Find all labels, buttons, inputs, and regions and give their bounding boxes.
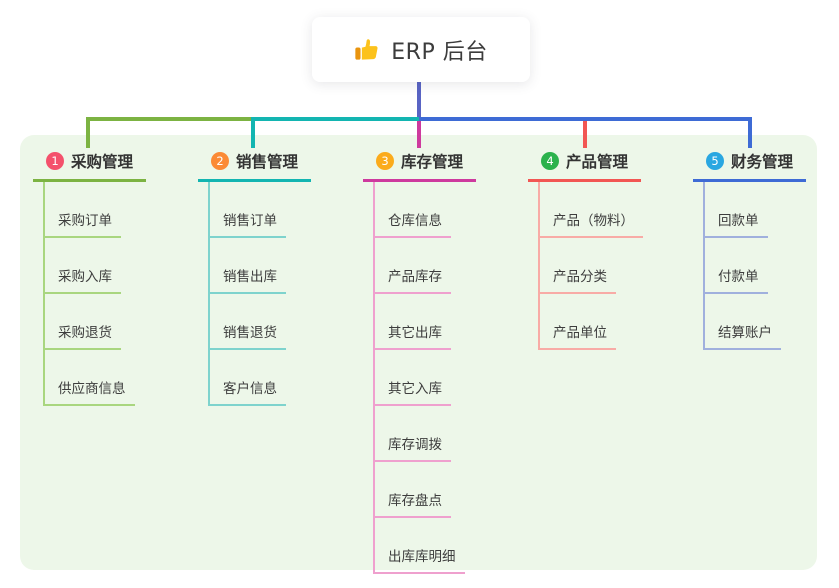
child-node[interactable]: 供应商信息: [45, 350, 135, 406]
child-node[interactable]: 产品（物料）: [540, 182, 643, 238]
child-node[interactable]: 出库库明细: [375, 518, 465, 574]
branch-finance: 5 财务管理 回款单 付款单 结算账户: [693, 147, 839, 350]
branch-header-inventory[interactable]: 3 库存管理: [363, 147, 476, 182]
branch-inventory: 3 库存管理 仓库信息 产品库存 其它出库 其它入库 库存调拨 库存盘点 出库库…: [363, 147, 528, 574]
child-node[interactable]: 产品分类: [540, 238, 616, 294]
branch-title: 产品管理: [565, 153, 628, 171]
child-node[interactable]: 回款单: [705, 182, 768, 238]
branch-children-sales: 销售订单 销售出库 销售退货 客户信息: [208, 182, 286, 406]
branch-drop-line-finance: [748, 117, 752, 148]
horizontal-connector-left-teal: [253, 117, 419, 121]
branch-title: 销售管理: [235, 153, 298, 171]
root-node[interactable]: ERP 后台: [312, 17, 530, 82]
horizontal-connector-right-blue: [419, 117, 752, 121]
branch-drop-line-sales: [251, 117, 255, 148]
child-node[interactable]: 其它入库: [375, 350, 451, 406]
branch-title: 采购管理: [70, 153, 133, 171]
child-node[interactable]: 付款单: [705, 238, 768, 294]
branch-header-finance[interactable]: 5 财务管理: [693, 147, 806, 182]
branch-drop-line-product: [583, 121, 587, 148]
branch-title: 库存管理: [400, 153, 463, 171]
branch-header-product[interactable]: 4 产品管理: [528, 147, 641, 182]
child-node[interactable]: 销售订单: [210, 182, 286, 238]
branch-number-badge: 2: [210, 152, 229, 170]
branch-title: 财务管理: [730, 153, 793, 171]
branch-sales: 2 销售管理 销售订单 销售出库 销售退货 客户信息: [198, 147, 363, 406]
child-node[interactable]: 库存盘点: [375, 462, 451, 518]
branch-children-inventory: 仓库信息 产品库存 其它出库 其它入库 库存调拨 库存盘点 出库库明细: [373, 182, 465, 574]
branch-children-finance: 回款单 付款单 结算账户: [703, 182, 781, 350]
branch-header-purchase[interactable]: 1 采购管理: [33, 147, 146, 182]
child-node[interactable]: 采购入库: [45, 238, 121, 294]
child-node[interactable]: 库存调拨: [375, 406, 451, 462]
child-node[interactable]: 产品单位: [540, 294, 616, 350]
branch-number-badge: 1: [45, 152, 64, 170]
branch-purchase: 1 采购管理 采购订单 采购入库 采购退货 供应商信息: [33, 147, 198, 406]
child-node[interactable]: 结算账户: [705, 294, 781, 350]
branches-panel: [20, 135, 817, 570]
branch-children-product: 产品（物料） 产品分类 产品单位: [538, 182, 643, 350]
branch-drop-line-inventory: [417, 121, 421, 148]
branch-drop-line-purchase: [86, 117, 90, 148]
branch-number-badge: 4: [540, 152, 559, 170]
child-node[interactable]: 其它出库: [375, 294, 451, 350]
horizontal-connector-left-green: [86, 117, 253, 121]
root-title: ERP 后台: [391, 39, 488, 65]
child-node[interactable]: 产品库存: [375, 238, 451, 294]
branch-number-badge: 3: [375, 152, 394, 170]
branch-product: 4 产品管理 产品（物料） 产品分类 产品单位: [528, 147, 693, 350]
child-node[interactable]: 采购订单: [45, 182, 121, 238]
branch-header-sales[interactable]: 2 销售管理: [198, 147, 311, 182]
child-node[interactable]: 销售出库: [210, 238, 286, 294]
branch-children-purchase: 采购订单 采购入库 采购退货 供应商信息: [43, 182, 135, 406]
child-node[interactable]: 仓库信息: [375, 182, 451, 238]
branch-number-badge: 5: [705, 152, 724, 170]
root-connector-line: [417, 82, 421, 118]
child-node[interactable]: 客户信息: [210, 350, 286, 406]
thumbs-up-icon: [354, 36, 381, 63]
child-node[interactable]: 销售退货: [210, 294, 286, 350]
child-node[interactable]: 采购退货: [45, 294, 121, 350]
